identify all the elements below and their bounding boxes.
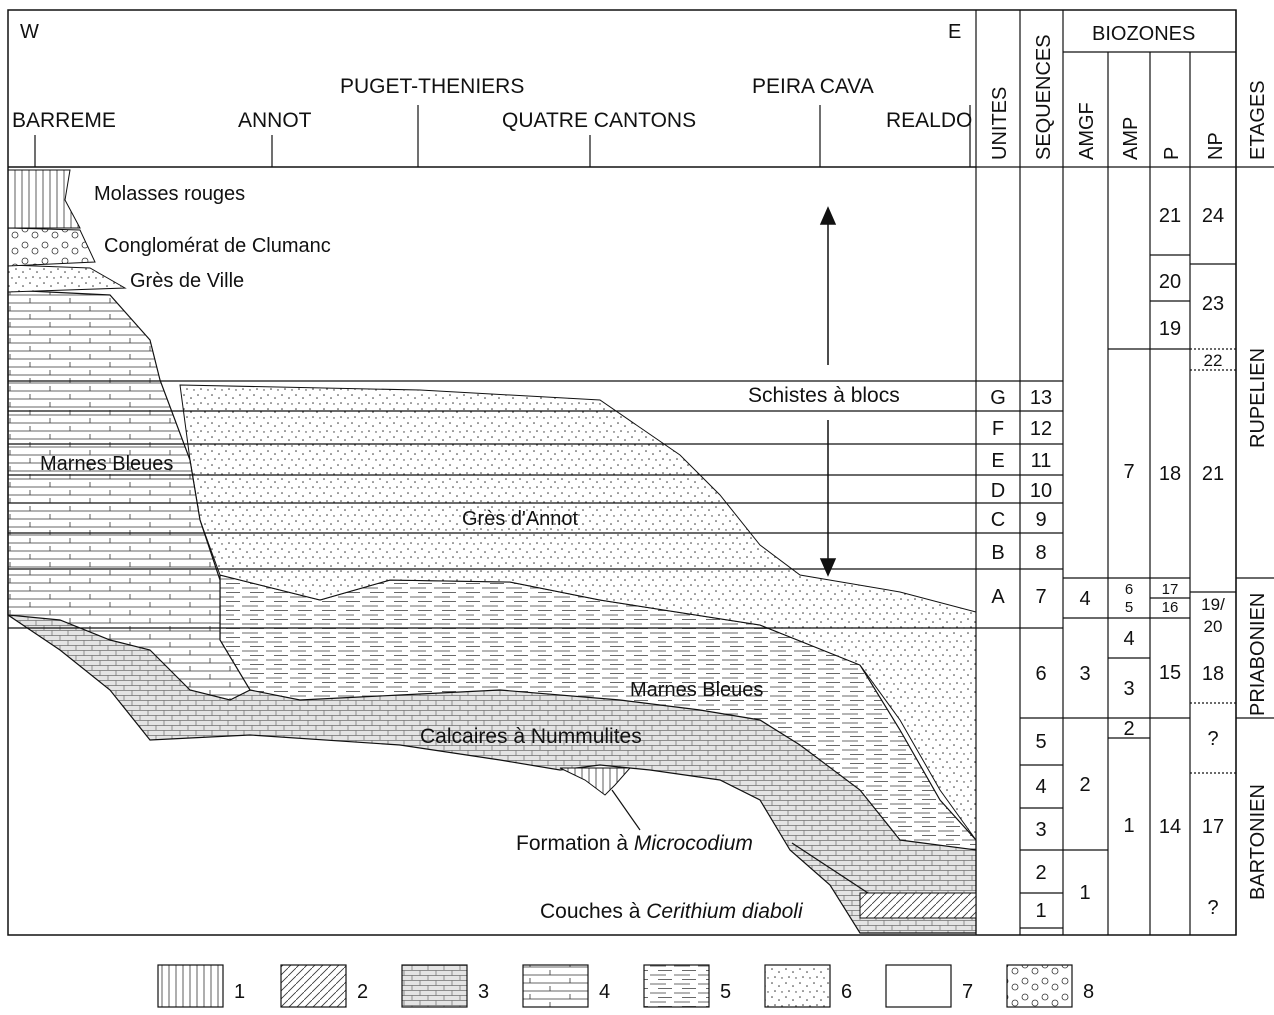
label-calcaires: Calcaires à Nummulites: [420, 725, 642, 748]
np-23: 23: [1202, 293, 1224, 315]
header-sequences: SEQUENCES: [1033, 34, 1055, 160]
p-19: 19: [1159, 318, 1181, 340]
microcodium-layer: [560, 768, 630, 795]
west-label: W: [20, 21, 39, 43]
gres-ville-layer: [8, 265, 125, 292]
amgf-1: 1: [1079, 882, 1090, 904]
header-p: P: [1161, 147, 1183, 160]
label-molasses: Molasses rouges: [94, 183, 245, 205]
unite-g: G: [990, 387, 1006, 409]
header-amgf: AMGF: [1076, 102, 1098, 160]
etage-rupelien: RUPELIEN: [1247, 348, 1269, 448]
amgf-3: 3: [1079, 663, 1090, 685]
label-marnes-upper: Marnes Bleues: [40, 453, 173, 475]
legend-4: 4: [599, 981, 610, 1003]
unite-c: C: [991, 509, 1005, 531]
etages-labels: RUPELIEN PRIABONIEN BARTONIEN: [1247, 348, 1269, 900]
legend-6: 6: [841, 981, 852, 1003]
label-marnes-lower: Marnes Bleues: [630, 679, 763, 701]
locality-peira: PEIRA CAVA: [752, 75, 874, 98]
amgf-2: 2: [1079, 774, 1090, 796]
seq-3: 3: [1035, 819, 1046, 841]
unite-e: E: [991, 450, 1004, 472]
unite-b: B: [991, 542, 1004, 564]
label-gres-annot: Grès d'Annot: [462, 508, 579, 530]
amp-6: 6: [1125, 581, 1133, 598]
seq-8: 8: [1035, 542, 1046, 564]
header-etages: ETAGES: [1247, 80, 1269, 160]
amp-3: 3: [1123, 678, 1134, 700]
amp-2: 2: [1123, 718, 1134, 740]
seq-4: 4: [1035, 776, 1046, 798]
np-19: 19/: [1201, 595, 1225, 614]
p-14: 14: [1159, 816, 1181, 838]
np-q2: ?: [1207, 897, 1218, 919]
p-21: 21: [1159, 205, 1181, 227]
seq-1: 1: [1035, 900, 1046, 922]
etage-bartonien: BARTONIEN: [1247, 784, 1269, 900]
locality-puget: PUGET-THENIERS: [340, 75, 524, 98]
legend: 1 2 3 4 5 6 7 8: [158, 965, 1094, 1007]
amp-4: 4: [1123, 628, 1134, 650]
locality-annot: ANNOT: [238, 109, 312, 132]
label-gres-ville: Grès de Ville: [130, 270, 244, 292]
seq-11: 11: [1031, 450, 1052, 472]
locality-barreme: BARREME: [12, 109, 116, 132]
amp-5: 5: [1125, 599, 1133, 616]
molasses-layer: [8, 170, 80, 228]
np-q1: ?: [1207, 728, 1218, 750]
legend-5: 5: [720, 981, 731, 1003]
seq-13: 13: [1030, 387, 1052, 409]
np-18: 18: [1202, 663, 1224, 685]
legend-3: 3: [478, 981, 489, 1003]
amp-1: 1: [1123, 815, 1134, 837]
np-20: 20: [1204, 617, 1223, 636]
seq-9: 9: [1035, 509, 1046, 531]
legend-7: 7: [962, 981, 973, 1003]
seq-7: 7: [1035, 586, 1046, 608]
seq-10: 10: [1030, 480, 1052, 502]
label-schistes: Schistes à blocs: [748, 384, 900, 407]
header-unites: UNITES: [989, 87, 1011, 160]
seq-12: 12: [1030, 418, 1052, 440]
p-20: 20: [1159, 271, 1181, 293]
np-22: 22: [1204, 351, 1223, 370]
header-biozones: BIOZONES: [1092, 23, 1195, 45]
seq-2: 2: [1035, 862, 1046, 884]
cross-section: Molasses rouges Conglomérat de Clumanc G…: [8, 170, 976, 933]
p-15: 15: [1159, 662, 1181, 684]
label-conglomerat: Conglomérat de Clumanc: [104, 235, 331, 257]
etage-priabonien: PRIABONIEN: [1247, 593, 1269, 716]
label-microcodium: Formation à Microcodium: [516, 832, 753, 855]
header-np: NP: [1205, 132, 1227, 160]
p-18: 18: [1159, 463, 1181, 485]
legend-8: 8: [1083, 981, 1094, 1003]
np-17: 17: [1202, 816, 1224, 838]
conglomerat-layer: [8, 228, 95, 266]
east-label: E: [948, 21, 961, 43]
unite-d: D: [991, 480, 1005, 502]
cerithium-layer: [860, 893, 976, 918]
locality-quatre: QUATRE CANTONS: [502, 109, 696, 132]
locality-realdo: REALDO: [886, 109, 972, 132]
legend-1: 1: [234, 981, 245, 1003]
unite-a: A: [991, 586, 1005, 608]
unite-f: F: [992, 418, 1004, 440]
p-17: 17: [1162, 581, 1179, 598]
header-amp: AMP: [1120, 117, 1142, 160]
np-24: 24: [1202, 205, 1224, 227]
label-cerithium: Couches à Cerithium diaboli: [540, 900, 804, 923]
np-21: 21: [1202, 463, 1224, 485]
amgf-4: 4: [1079, 588, 1090, 610]
seq-5: 5: [1035, 731, 1046, 753]
legend-2: 2: [357, 981, 368, 1003]
seq-6: 6: [1035, 663, 1046, 685]
amp-7: 7: [1123, 461, 1134, 483]
column-headers: BIOZONES UNITES SEQUENCES AMGF AMP P NP …: [989, 23, 1269, 160]
p-16: 16: [1162, 599, 1179, 616]
